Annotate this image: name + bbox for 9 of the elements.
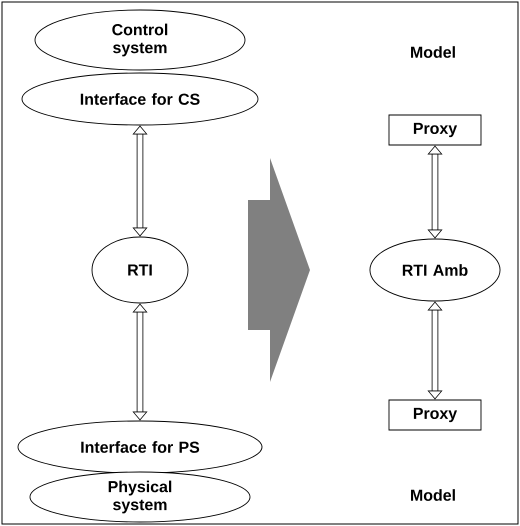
ellipse-node: RTI [92,236,188,304]
model-label: Model [411,46,455,58]
model-label: Model [411,489,455,501]
ellipse-node: RTI Amb [370,238,500,302]
ellipse-node: Control system [34,10,246,70]
ellipse-node: Interface for CS [22,72,258,126]
ellipse-node: Interface for PS [18,420,262,474]
node-label: Physical system [108,480,172,514]
ellipse-node: Physical system [30,472,250,522]
